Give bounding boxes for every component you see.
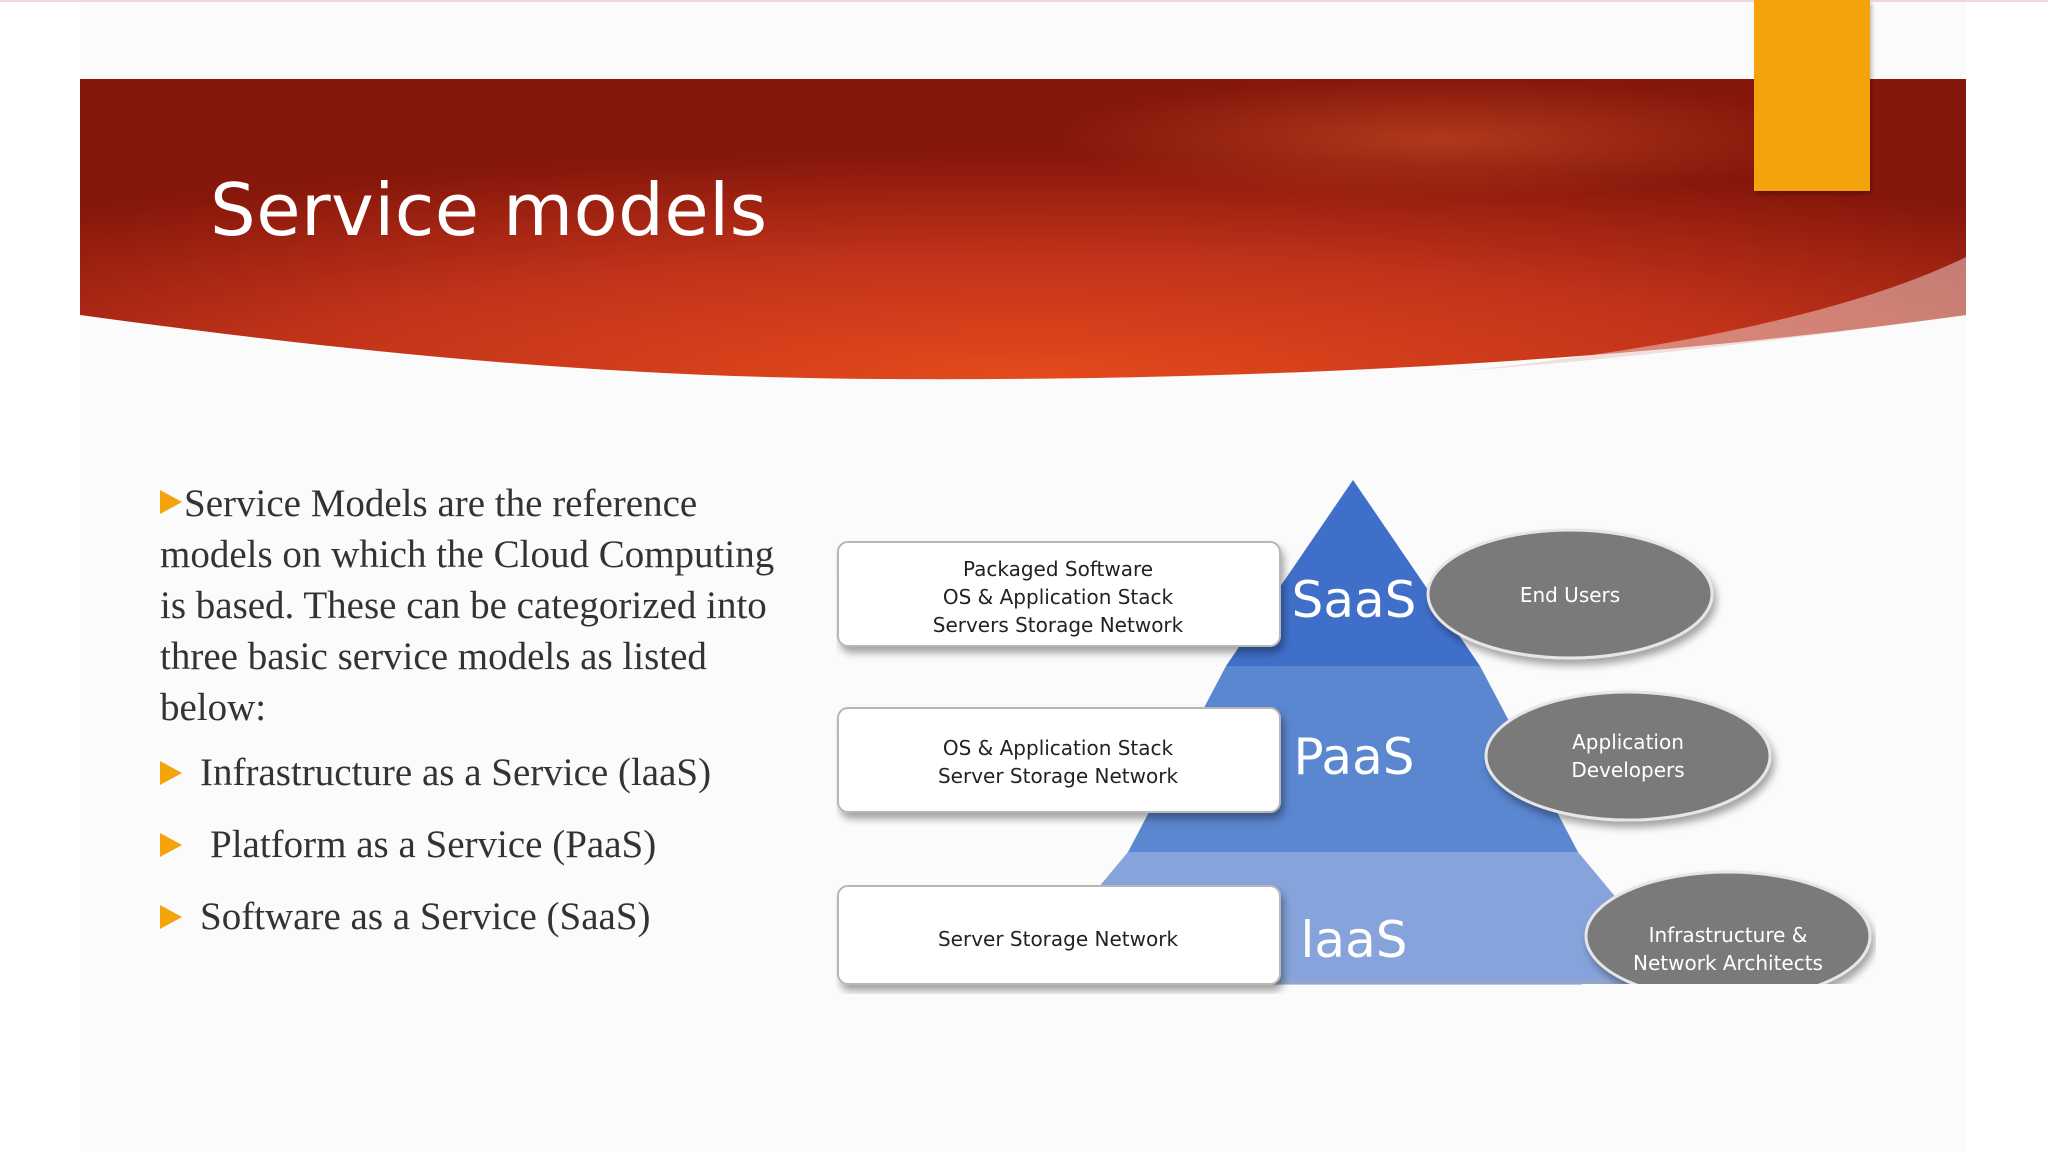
bullet-arrow-icon: [160, 832, 182, 857]
layer-label-paas: PaaS: [1294, 728, 1415, 786]
bullet-arrow-icon: [160, 904, 182, 929]
layer-label-saas: SaaS: [1292, 571, 1417, 629]
audience-line: Infrastructure &: [1649, 923, 1808, 947]
pyramid-layer-saas: [1226, 480, 1480, 666]
bullet-item-saas: Software as a Service (SaaS): [160, 891, 800, 942]
audience-line: Developers: [1571, 758, 1684, 782]
component-box-saas: Packaged Software OS & Application Stack…: [837, 541, 1281, 647]
audience-line: End Users: [1520, 583, 1620, 607]
accent-tab: [1754, 0, 1870, 191]
box-line: OS & Application Stack: [943, 736, 1174, 760]
audience-ellipse-paas: Application Developers: [1484, 690, 1772, 822]
bullet-text: Platform as a Service (PaaS): [210, 823, 657, 866]
component-box-paas: OS & Application Stack Server Storage Ne…: [837, 707, 1281, 813]
bullet-text: Infrastructure as a Service (laaS): [200, 751, 712, 794]
bullet-item-paas: Platform as a Service (PaaS): [160, 819, 800, 870]
title-banner-shape: [80, 79, 1966, 380]
box-line: Servers Storage Network: [933, 613, 1184, 637]
bullet-text: Software as a Service (SaaS): [200, 895, 651, 938]
bullet-arrow-icon: [160, 490, 182, 514]
top-edge-line: [0, 0, 2048, 2]
slide-title: Service models: [210, 168, 768, 252]
intro-text: Service Models are the reference models …: [160, 482, 775, 729]
box-line: Server Storage Network: [938, 927, 1178, 951]
bullet-item-iaas: Infrastructure as a Service (laaS): [160, 747, 800, 798]
audience-line: Application: [1572, 730, 1684, 754]
service-model-pyramid-diagram: SaaS PaaS laaS Packaged Software OS & Ap…: [836, 474, 1876, 994]
bullet-arrow-icon: [160, 760, 182, 785]
box-line: Packaged Software: [963, 557, 1153, 581]
intro-paragraph: Service Models are the reference models …: [160, 478, 800, 733]
audience-ellipse-iaas: Infrastructure & Network Architects: [1582, 870, 1876, 994]
audience-line: Network Architects: [1633, 951, 1823, 975]
layer-label-iaas: laaS: [1301, 911, 1408, 969]
body-text: Service Models are the reference models …: [160, 478, 800, 963]
audience-ellipse-saas: End Users: [1426, 528, 1714, 660]
component-box-iaas: Server Storage Network: [837, 885, 1281, 985]
title-banner: [80, 79, 1966, 381]
box-line: Server Storage Network: [938, 764, 1178, 788]
pyramid-svg: SaaS PaaS laaS Packaged Software OS & Ap…: [837, 480, 1876, 994]
box-line: OS & Application Stack: [943, 585, 1174, 609]
